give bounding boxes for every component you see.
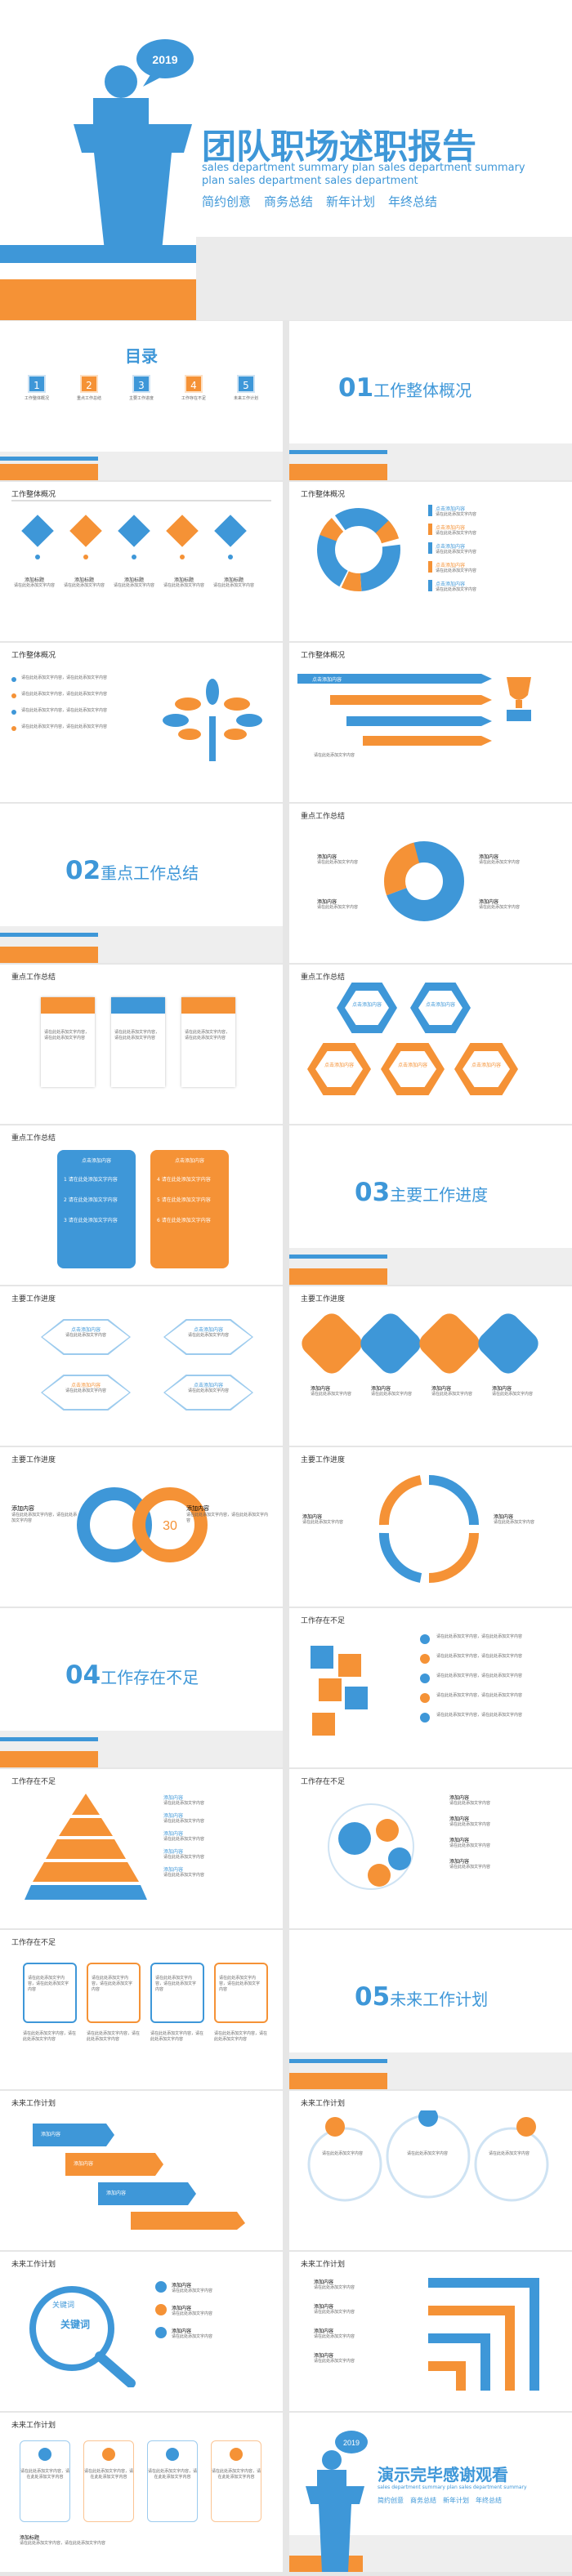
trophy-icon: [500, 674, 538, 726]
svg-text:2019: 2019: [343, 2439, 360, 2447]
linked-rings: 30: [77, 1487, 208, 1562]
cover-tag: 商务总结: [264, 194, 314, 209]
progress-cycle-slide: 主要工作进度 添加内容请在此处添加文字内容 添加内容请在此处添加文字内容: [289, 1447, 572, 1607]
svg-text:2019: 2019: [152, 53, 177, 66]
slide-title: 工作存在不足: [11, 1778, 56, 1786]
slide-title: 未来工作计划: [11, 2422, 56, 2430]
slide-title: 未来工作计划: [11, 2100, 56, 2108]
ending-title: 演示完毕感谢观看: [378, 2465, 508, 2485]
gaps-puzzle-slide: 工作存在不足 请在此处添加文字内容，请在此处添加文字内容 请在此处添加文字内容，…: [289, 1608, 572, 1767]
tree-icon: [163, 679, 262, 761]
future-search-slide: 未来工作计划 关键词 关键词 添加内容请在此处添加文字内容 添加内容请在此处添加…: [0, 2252, 283, 2411]
progress-shields-slide: 主要工作进度 添加内容请在此处添加文字内容 添加内容请在此处添加文字内容 添加内…: [289, 1286, 572, 1446]
slide-title: 工作整体概况: [301, 652, 346, 660]
cover-subtitle-1: sales department summary plan sales depa…: [202, 162, 525, 174]
gaps-circles-slide: 工作存在不足 添加内容请在此处添加文字内容 添加内容请在此处添加文字内容 添加内…: [289, 1769, 572, 1928]
overview-ring-slide: 工作整体概况 点击添加内容请在此处添加文字内容 点击添加内容请在此处添加文字内容…: [289, 482, 572, 641]
overview-arrows-slide: 工作整体概况 点击添加内容 请在此处添加文字内容: [289, 643, 572, 802]
future-cards-slide: 未来工作计划 请在此处添加文字内容，请在此处添加文字内容 请在此处添加文字内容，…: [0, 2413, 283, 2572]
section-05-heading: 05未来工作计划: [355, 1982, 489, 2012]
step-arrows: [33, 2124, 245, 2230]
gaps-quotes-slide: 工作存在不足 请在此处添加文字内容，请在此处添加文字内容 请在此处添加文字内容，…: [0, 1930, 283, 2089]
ring-list: 点击添加内容请在此处添加文字内容 点击添加内容请在此处添加文字内容 点击添加内容…: [428, 505, 476, 593]
ending-slide: 2019 演示完毕感谢观看 sales department summary p…: [289, 2413, 572, 2572]
slide-title: 未来工作计划: [301, 2100, 346, 2108]
slide-title: 未来工作计划: [301, 2261, 346, 2269]
cover-tag: 年终总结: [388, 194, 438, 209]
section-04-heading: 04工作存在不足: [65, 1660, 199, 1690]
slide-title: 重点工作总结: [11, 974, 56, 982]
slide-title: 主要工作进度: [301, 1456, 346, 1464]
slide-title: 主要工作进度: [11, 1456, 56, 1464]
slide-title: 重点工作总结: [11, 1134, 56, 1143]
progress-hex-slide: 主要工作进度 点击添加内容请在此处添加文字内容 点击添加内容请在此处添加文字内容…: [0, 1286, 283, 1446]
arrow-bars: [297, 674, 492, 746]
key-hex-slide: 重点工作总结 点击添加内容 点击添加内容 点击添加内容 点击添加内容 点击添加内…: [289, 965, 572, 1124]
cover-tag: 新年计划: [326, 194, 376, 209]
bent-arrows: [428, 2278, 539, 2391]
section-04-slide: 04工作存在不足: [0, 1608, 283, 1767]
section-01-heading: 01工作整体概况: [338, 373, 472, 403]
section-01-slide: 01工作整体概况: [289, 321, 572, 480]
slide-title: 工作存在不足: [301, 1778, 346, 1786]
overview-tree-slide: 工作整体概况 请在此处添加文字内容，请在此处添加文字内容 请在此处添加文字内容，…: [0, 643, 283, 802]
slide-title: 工作整体概况: [301, 491, 346, 499]
speaker-podium-icon: 2019: [74, 39, 194, 251]
diamond-labels: 添加标题请在此处添加文字内容 添加标题请在此处添加文字内容 添加标题请在此处添加…: [13, 577, 254, 588]
future-steps-slide: 未来工作计划 添加内容 添加内容 添加内容: [0, 2091, 283, 2250]
orbit-circles: [328, 1803, 414, 1890]
cover-tag: 简约创意: [202, 194, 252, 209]
magnifier-icon: [29, 2286, 136, 2387]
speaker-podium-icon: 2019: [306, 2431, 368, 2572]
cover-slide: 2019 团队职场述职报告 sales department summary p…: [0, 0, 572, 320]
future-arrows-slide: 未来工作计划 添加内容请在此处添加文字内容 添加内容请在此处添加文字内容 添加内…: [289, 2252, 572, 2411]
pyramid-diagram: [25, 1794, 147, 1900]
progress-rings-slide: 主要工作进度 30 添加内容请在此处添加文字内容，请在此处添加文字内容 添加内容…: [0, 1447, 283, 1607]
slide-title: 工作整体概况: [11, 491, 56, 499]
section-03-slide: 03主要工作进度: [289, 1125, 572, 1285]
slide-title: 工作存在不足: [11, 1939, 56, 1947]
section-02-slide: 02重点工作总结: [0, 804, 283, 963]
cover-subtitle-2: plan sales department sales department: [202, 175, 418, 187]
card-row: 请在此处添加文字内容，请在此处添加文字内容 请在此处添加文字内容，请在此处添加文…: [41, 997, 235, 1087]
gaps-pyramid-slide: 工作存在不足 添加内容请在此处添加文字内容 添加内容请在此处添加文字内容 添加内…: [0, 1769, 283, 1928]
future-venn-slide: 未来工作计划 请在此处添加文字内容 请在此处添加文字内容 请在此处添加文字内容: [289, 2091, 572, 2250]
slide-title: 工作存在不足: [301, 1617, 346, 1625]
key-cards-slide: 重点工作总结 请在此处添加文字内容，请在此处添加文字内容 请在此处添加文字内容，…: [0, 965, 283, 1124]
venn-circles: [307, 2110, 549, 2202]
puzzle-icon: [311, 1646, 368, 1736]
slide-title: 重点工作总结: [301, 974, 346, 982]
key-panels-slide: 重点工作总结 点击添加内容 1 请在此处添加文字内容 2 请在此处添加文字内容 …: [0, 1125, 283, 1285]
cover-orange-stripe: [0, 279, 196, 320]
toc-title: 目录: [125, 346, 158, 366]
overview-diamonds-slide: 工作整体概况 添加标题请在此处添加文字内容 添加标题请在此处添加文字内容 添加标…: [0, 482, 283, 641]
slide-title: 工作整体概况: [11, 652, 56, 660]
section-02-heading: 02重点工作总结: [65, 856, 199, 885]
slide-title: 重点工作总结: [301, 813, 346, 821]
cover-title: 团队职场述职报告: [202, 127, 477, 167]
section-05-slide: 05未来工作计划: [289, 1930, 572, 2089]
key-donut-slide: 重点工作总结 添加内容请在此处添加文字内容 添加内容请在此处添加文字内容 添加内…: [289, 804, 572, 963]
tree-list: 请在此处添加文字内容，请在此处添加文字内容 请在此处添加文字内容，请在此处添加文…: [11, 675, 144, 731]
ring-diagram: [317, 508, 400, 591]
slide-title: 主要工作进度: [11, 1295, 56, 1304]
section-03-heading: 03主要工作进度: [355, 1178, 489, 1207]
slide-title: 主要工作进度: [301, 1295, 346, 1304]
svg-text:30: 30: [163, 1519, 177, 1533]
donut-chart: [384, 841, 464, 921]
cover-gray-block: [196, 237, 572, 320]
cover-tags: 简约创意 商务总结 新年计划 年终总结: [202, 193, 437, 210]
diamond-icons: [21, 515, 247, 559]
cycle-arrows: [378, 1475, 479, 1583]
slide-title: 未来工作计划: [11, 2261, 56, 2269]
